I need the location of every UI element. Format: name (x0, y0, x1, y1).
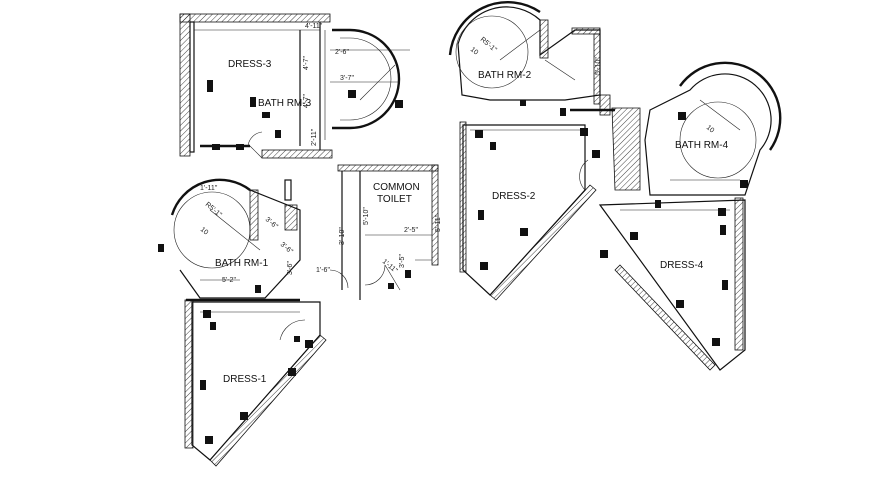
dim-label: 3'-6" (264, 216, 280, 231)
door-swing (247, 131, 263, 147)
dim-label: 4'-7" (303, 56, 310, 70)
dim-label: 10 (705, 124, 716, 134)
dim-label: 3'-10" (339, 227, 346, 245)
dim-label: 2'-6" (335, 49, 349, 56)
wall-north (179, 13, 331, 23)
dim-label: 3'-6" (279, 241, 295, 256)
dim-label: 3'-7" (340, 75, 354, 82)
dim-label: 3'-5" (399, 254, 406, 268)
common-toilet: COMMON TOILET 5'-10" 2'-5" 5'-11" 3'-10"… (284, 164, 442, 300)
room-label-common-line1: COMMON (373, 182, 420, 193)
wall-south (261, 149, 333, 159)
dim-label: 2'-11" (311, 128, 318, 146)
dim-label: R5'-1" (479, 36, 498, 54)
room-label-bath-rm-2: BATH RM-2 (478, 70, 532, 81)
room-label-bath-rm-3: BATH RM-3 (258, 98, 312, 109)
dim-label: 1'-11" (200, 185, 218, 192)
dim-label: 5'-2" (222, 277, 236, 284)
bay-window-3 (332, 28, 401, 130)
dim-label: 5'-10" (595, 57, 602, 75)
room-label-dress-4: DRESS-4 (660, 260, 704, 271)
suite-4: BATH RM-4 DRESS-4 10 (598, 61, 782, 371)
dim-label: 1'-6" (316, 267, 330, 274)
room-label-dress-3: DRESS-3 (228, 59, 272, 70)
room-label-dress-1: DRESS-1 (223, 374, 267, 385)
suite-2: BATH RM-2 DRESS-2 10 R5'-1" 5'-10" (448, 1, 615, 301)
dim-label: 10 (469, 46, 480, 56)
dim-label: 4'-7" (303, 94, 310, 108)
dim-label: 10 (199, 226, 210, 236)
dim-label: 5'-10" (363, 207, 370, 225)
dim-label: 4'-11" (305, 23, 323, 30)
room-label-bath-rm-4: BATH RM-4 (675, 140, 729, 151)
suite-3: DRESS-3 BATH RM-3 4'-11" 2'-6" 3'-7" 4'-… (179, 13, 410, 159)
room-label-common-line2: TOILET (377, 194, 412, 205)
suite-1: BATH RM-1 DRESS-1 1'-11" R5'-1" 10 5'-2"… (158, 178, 330, 467)
dim-label: R5'-1" (204, 201, 223, 219)
wall-west (179, 13, 191, 157)
room-label-dress-2: DRESS-2 (492, 191, 536, 202)
dim-label: 5'-11" (435, 214, 442, 232)
room-label-bath-rm-1: BATH RM-1 (215, 258, 269, 269)
bath-2-outline (457, 6, 601, 101)
dress-4-outline (598, 199, 746, 371)
bath-4-outline (644, 73, 772, 196)
dim-label: 3'-6" (287, 261, 294, 275)
dim-label: 2'-5" (404, 227, 418, 234)
